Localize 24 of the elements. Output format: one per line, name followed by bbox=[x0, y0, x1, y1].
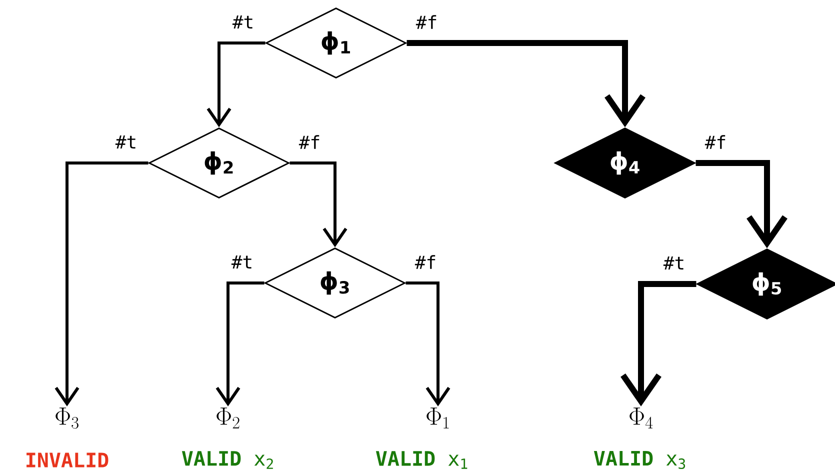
edge-label: #f bbox=[414, 14, 439, 30]
edge-label: #f bbox=[414, 254, 438, 270]
edge-label: #t bbox=[230, 254, 254, 270]
arrow bbox=[206, 42, 266, 128]
arrow bbox=[290, 162, 348, 248]
result-symbol: $\Phi_{2}$ bbox=[216, 408, 240, 428]
verdict-label: VALID x$_{3}$ bbox=[594, 451, 686, 469]
edge-label: #t bbox=[231, 14, 256, 30]
edge-label: #f bbox=[298, 134, 322, 150]
result-symbol: $\Phi_{3}$ bbox=[56, 408, 78, 429]
arrow bbox=[216, 282, 264, 406]
result-symbol: $\Phi_{1}$ bbox=[426, 408, 449, 428]
arrow bbox=[406, 282, 450, 406]
verdict-label: INVALID bbox=[26, 452, 108, 468]
edge-label: #f bbox=[704, 134, 728, 150]
arrow bbox=[696, 160, 788, 248]
arrow bbox=[620, 281, 696, 406]
edge-label: #t bbox=[114, 134, 138, 150]
arrow bbox=[406, 40, 646, 128]
result-symbol: $\Phi_{4}$ bbox=[630, 408, 653, 428]
arrow bbox=[54, 162, 148, 406]
verdict-label: VALID x$_{2}$ bbox=[182, 451, 273, 469]
verdict-label: VALID x$_{1}$ bbox=[376, 451, 468, 469]
edge-label: #t bbox=[662, 256, 686, 270]
